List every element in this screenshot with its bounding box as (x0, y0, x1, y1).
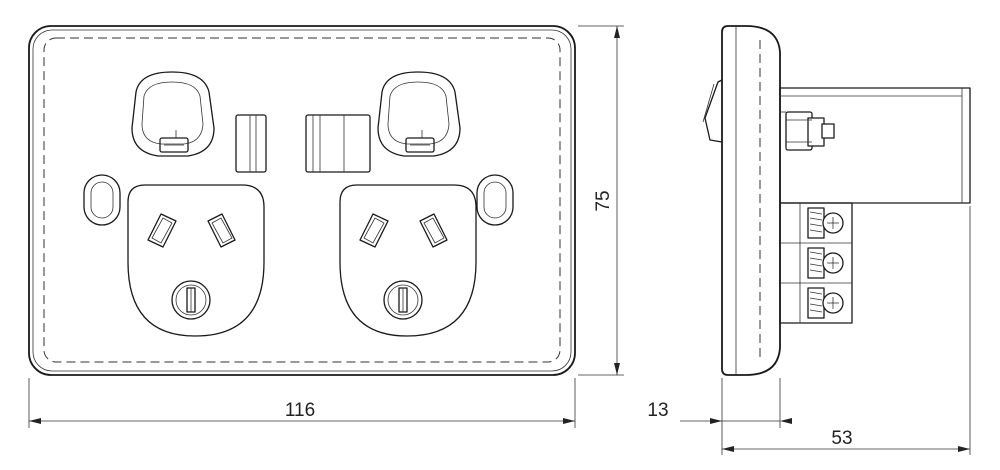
pin-slot-left-neutral (207, 213, 236, 248)
terminal-screw-3 (807, 287, 844, 319)
plate-hidden-edge (43, 37, 561, 363)
pin-slot-left-active (147, 213, 177, 248)
dimension-plate-depth-label: 13 (647, 400, 668, 421)
dimension-height: 75 (578, 25, 624, 376)
indicator-window-left (235, 114, 267, 173)
screw-slot-left (83, 174, 121, 226)
dimension-width: 116 (28, 378, 576, 428)
terminal-screw-1 (807, 207, 844, 239)
side-plate-profile (721, 25, 781, 376)
side-switch-toggle (704, 79, 723, 143)
indicator-window-right (305, 114, 371, 173)
front-view (28, 25, 576, 376)
dimension-total-depth-label: 53 (831, 428, 852, 449)
socket-face-left (127, 184, 265, 337)
side-actuator (780, 111, 835, 151)
dimension-plate-depth: 13 (647, 378, 792, 455)
pin-slot-right-neutral (419, 213, 448, 248)
socket-face-right (339, 184, 477, 337)
screw-slot-right (476, 174, 514, 226)
switch-toggle-right (377, 71, 461, 157)
pin-slot-right-active (359, 213, 389, 248)
dimension-total-depth: 53 (722, 206, 971, 455)
side-mechanism-body (779, 87, 971, 204)
terminal-screw-2 (807, 247, 844, 279)
plate-outline (28, 25, 576, 376)
dimension-height-label: 75 (593, 190, 614, 211)
switch-toggle-left (131, 71, 215, 157)
side-view (702, 25, 971, 376)
dimension-width-label: 116 (285, 400, 315, 421)
pin-slot-left-earth (171, 280, 211, 320)
plate-inner-edge (32, 29, 572, 372)
side-terminal-block (779, 202, 853, 324)
pin-slot-right-earth (383, 280, 423, 320)
